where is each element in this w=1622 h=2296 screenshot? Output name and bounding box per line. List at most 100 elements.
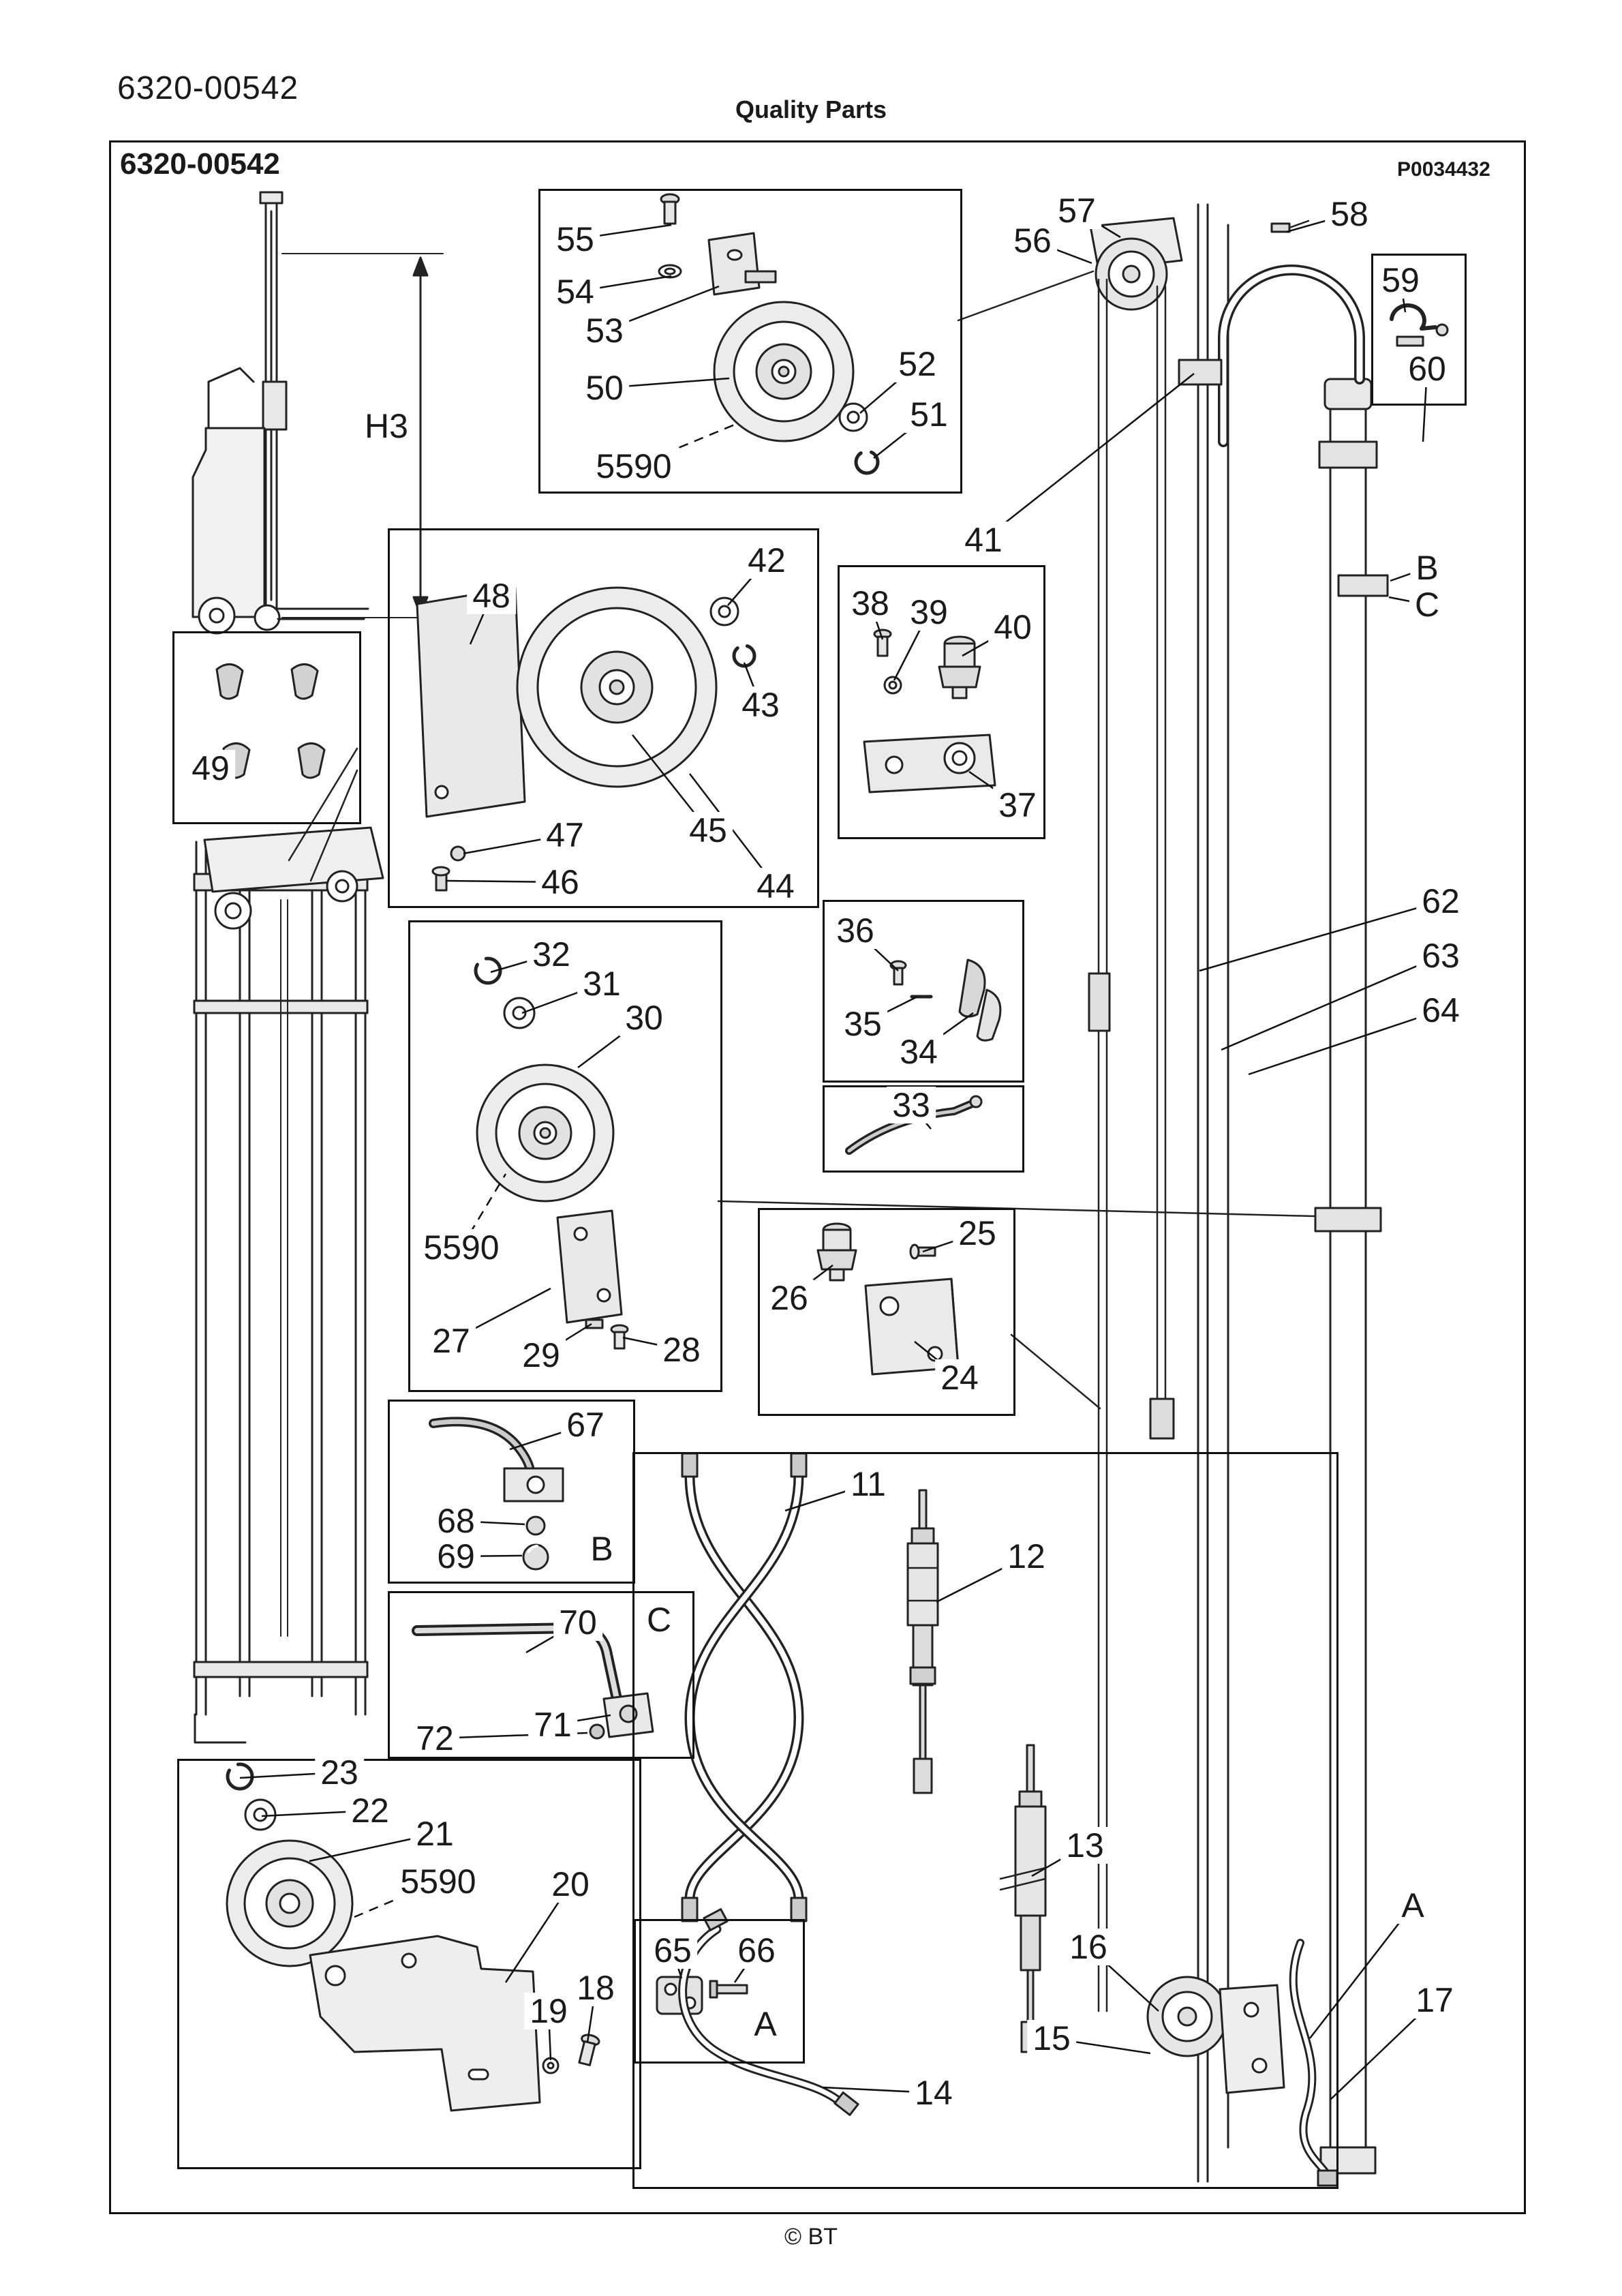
callout-h3: H3 [359, 408, 414, 444]
inset-box [1371, 254, 1467, 406]
plate-code: P0034432 [1397, 158, 1490, 181]
callout-66: 66 [732, 1932, 781, 1969]
callout-17: 17 [1410, 1982, 1459, 2019]
callout-28: 28 [657, 1331, 706, 1368]
callout-44: 44 [751, 868, 800, 905]
callout-50: 50 [580, 369, 629, 406]
callout-15: 15 [1027, 2020, 1076, 2057]
callout-5590: 5590 [395, 1863, 482, 1900]
callout-18: 18 [571, 1969, 620, 2006]
leader-line [689, 773, 776, 887]
callout-64: 64 [1416, 992, 1465, 1029]
callout-37: 37 [993, 787, 1042, 824]
callout-38: 38 [846, 585, 895, 622]
callout-46: 46 [536, 864, 585, 901]
leader-line [983, 373, 1195, 541]
callout-c: C [1409, 586, 1445, 623]
callout-69: 69 [431, 1538, 480, 1575]
callout-43: 43 [736, 686, 785, 723]
callout-a: A [748, 2006, 782, 2042]
inset-bracket-24 [816, 1222, 960, 1376]
inset-box [388, 528, 819, 908]
callout-12: 12 [1002, 1538, 1051, 1575]
callout-71: 71 [528, 1706, 577, 1743]
lift-cylinder-assembly [1088, 203, 1389, 2187]
inset-box [632, 1452, 1338, 2189]
callout-47: 47 [540, 817, 590, 854]
callout-31: 31 [577, 965, 626, 1002]
leader-line [1199, 900, 1441, 972]
callout-51: 51 [904, 396, 953, 433]
callout-56: 56 [1008, 222, 1057, 259]
inset-box [177, 1759, 641, 2169]
callout-49: 49 [186, 750, 235, 787]
callout-19: 19 [524, 1993, 573, 2029]
callout-27: 27 [427, 1323, 476, 1359]
callout-48: 48 [467, 577, 516, 614]
callout-c: C [641, 1601, 677, 1638]
callout-32: 32 [527, 936, 576, 973]
callout-39: 39 [904, 594, 953, 631]
callout-41: 41 [959, 522, 1008, 558]
leader-line [460, 1173, 507, 1248]
callout-11: 11 [845, 1466, 891, 1502]
inset-box [823, 1085, 1024, 1173]
callout-45: 45 [684, 812, 733, 849]
callout-26: 26 [765, 1280, 814, 1316]
callout-22: 22 [346, 1792, 395, 1829]
footer-copyright: © BT [784, 2224, 838, 2250]
callout-24: 24 [935, 1359, 984, 1396]
callout-58: 58 [1325, 196, 1374, 232]
callout-54: 54 [551, 273, 600, 310]
inset-box [538, 189, 962, 494]
callout-42: 42 [742, 542, 791, 579]
callout-5590: 5590 [418, 1229, 505, 1266]
callout-65: 65 [648, 1932, 697, 1969]
inset-pulley-mid [416, 586, 756, 892]
callout-33: 33 [887, 1087, 936, 1123]
inset-box [758, 1208, 1015, 1416]
callout-a: A [1396, 1887, 1430, 1924]
callout-34: 34 [894, 1033, 943, 1070]
inset-box [634, 1919, 805, 2064]
leader-line [1221, 954, 1441, 1051]
callout-68: 68 [431, 1502, 480, 1539]
page-title: Quality Parts [735, 95, 887, 123]
inset-clips-34 [889, 958, 1002, 1042]
callout-40: 40 [988, 609, 1037, 646]
inset-pulley-30 [474, 956, 629, 1350]
inset-box [823, 900, 1024, 1083]
callout-63: 63 [1416, 937, 1465, 974]
callout-25: 25 [953, 1215, 1002, 1252]
callout-36: 36 [831, 912, 880, 949]
callout-5590: 5590 [590, 448, 677, 485]
callout-b: B [1410, 549, 1444, 586]
callout-35: 35 [838, 1006, 887, 1042]
callout-20: 20 [546, 1866, 595, 1903]
doc-number-bold: 6320-00542 [120, 147, 280, 181]
inset-bracket-67 [429, 1417, 564, 1571]
callout-53: 53 [580, 312, 629, 349]
callout-72: 72 [410, 1720, 459, 1757]
callout-59: 59 [1376, 262, 1425, 299]
callout-13: 13 [1060, 1827, 1110, 1864]
callout-30: 30 [619, 999, 669, 1036]
diagonal-links [288, 270, 1315, 1410]
callout-62: 62 [1416, 883, 1465, 920]
callout-16: 16 [1064, 1929, 1113, 1965]
inset-pulley-21 [226, 1762, 600, 2112]
callout-23: 23 [315, 1754, 364, 1791]
page-frame [109, 140, 1526, 2214]
callout-57: 57 [1052, 192, 1101, 229]
inset-box [388, 1591, 694, 1759]
callout-b: B [585, 1530, 619, 1567]
inset-pulley-top [658, 193, 880, 475]
callout-21: 21 [410, 1815, 459, 1852]
callout-70: 70 [553, 1604, 602, 1641]
callout-60: 60 [1403, 350, 1452, 387]
callout-55: 55 [551, 221, 600, 258]
